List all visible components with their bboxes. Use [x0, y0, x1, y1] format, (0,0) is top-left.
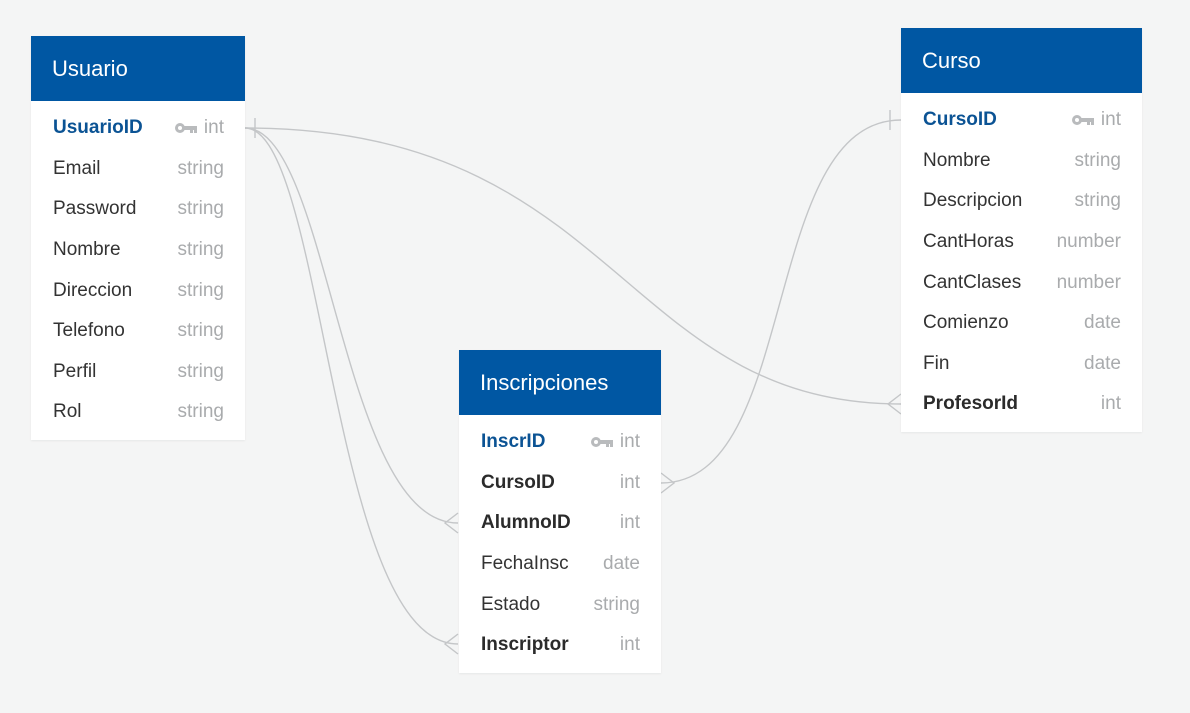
field-type: string: [177, 360, 224, 382]
key-icon: [1071, 115, 1094, 126]
field-type: int: [619, 471, 640, 493]
field-type: string: [177, 157, 224, 179]
field-row[interactable]: Password string: [31, 189, 245, 230]
field-name: Perfil: [53, 360, 97, 382]
field-type: number: [1056, 231, 1121, 253]
field-row[interactable]: Fin date: [901, 344, 1142, 385]
field-name: CantClases: [923, 271, 1022, 293]
field-type-label: int: [619, 431, 640, 453]
field-name: Rol: [53, 401, 82, 423]
field-row[interactable]: InscrID int: [459, 422, 661, 463]
field-row[interactable]: CursoID int: [459, 463, 661, 504]
crowsfoot-inscriptor: [443, 633, 459, 655]
field-row[interactable]: Telefono string: [31, 311, 245, 352]
field-row[interactable]: CursoID int: [901, 100, 1142, 141]
field-list: CursoID int Nombre string Descripcion stri…: [901, 93, 1142, 432]
field-row[interactable]: CantClases number: [901, 262, 1142, 303]
field-row[interactable]: FechaInsc date: [459, 544, 661, 585]
field-name: ProfesorId: [923, 393, 1019, 415]
field-row[interactable]: UsuarioID int: [31, 108, 245, 149]
field-type: date: [603, 553, 640, 575]
field-type: string: [177, 320, 224, 342]
field-type: number: [1056, 271, 1121, 293]
entity-header[interactable]: Inscripciones: [459, 350, 661, 415]
field-name: Password: [53, 198, 137, 220]
key-icon: [590, 437, 613, 448]
crowsfoot-cursoid: [660, 472, 676, 494]
field-type: int: [174, 117, 224, 139]
field-type: string: [177, 401, 224, 423]
field-name: CursoID: [481, 471, 555, 493]
field-row[interactable]: Perfil string: [31, 352, 245, 393]
field-type-label: int: [1100, 109, 1121, 131]
field-list: InscrID int CursoID int AlumnoID int Fecha…: [459, 415, 661, 673]
crowsfoot-alumno: [443, 512, 459, 534]
field-row[interactable]: Descripcion string: [901, 181, 1142, 222]
field-type: string: [1074, 190, 1121, 212]
field-name: Inscriptor: [481, 634, 569, 656]
crowsfoot-profesor: [886, 393, 902, 415]
field-name: Telefono: [53, 320, 125, 342]
field-type: string: [177, 279, 224, 301]
field-name: CantHoras: [923, 231, 1014, 253]
field-row[interactable]: ProfesorId int: [901, 384, 1142, 425]
field-name: Estado: [481, 593, 541, 615]
field-row[interactable]: AlumnoID int: [459, 503, 661, 544]
field-row[interactable]: Nombre string: [31, 230, 245, 271]
field-type: string: [177, 239, 224, 261]
rel-usuario-alumno[interactable]: [244, 127, 459, 524]
field-type: int: [1071, 109, 1121, 131]
field-type: int: [619, 512, 640, 534]
field-type: string: [1074, 149, 1121, 171]
field-name: Fin: [923, 352, 950, 374]
field-row[interactable]: Comienzo date: [901, 303, 1142, 344]
field-name: Email: [53, 157, 101, 179]
rel-usuario-profesor[interactable]: [244, 127, 902, 405]
field-row[interactable]: Email string: [31, 149, 245, 190]
field-name: AlumnoID: [481, 512, 571, 534]
field-type: int: [590, 431, 640, 453]
field-name: Nombre: [53, 239, 121, 261]
field-type: string: [593, 593, 640, 615]
field-name: Nombre: [923, 149, 991, 171]
field-row[interactable]: Estado string: [459, 584, 661, 625]
field-row[interactable]: Direccion string: [31, 270, 245, 311]
rel-curso-inscripciones[interactable]: [660, 119, 902, 484]
field-type: string: [177, 198, 224, 220]
field-row[interactable]: Inscriptor int: [459, 625, 661, 666]
entity-header[interactable]: Usuario: [31, 36, 245, 101]
field-name: CursoID: [923, 109, 997, 131]
field-list: UsuarioID int Email string Password string…: [31, 101, 245, 440]
field-name: Descripcion: [923, 190, 1023, 212]
field-type: int: [1100, 393, 1121, 415]
field-name: InscrID: [481, 431, 546, 453]
field-name: UsuarioID: [53, 117, 143, 139]
field-row[interactable]: Nombre string: [901, 141, 1142, 182]
field-row[interactable]: CantHoras number: [901, 222, 1142, 263]
field-type-label: int: [203, 117, 224, 139]
field-type: date: [1084, 352, 1121, 374]
field-row[interactable]: Rol string: [31, 392, 245, 433]
key-icon: [174, 123, 197, 134]
field-type: int: [619, 634, 640, 656]
field-name: Direccion: [53, 279, 133, 301]
rel-usuario-inscriptor[interactable]: [244, 127, 459, 645]
entity-inscripciones[interactable]: Inscripciones InscrID int CursoID int Alu…: [459, 350, 661, 673]
entity-usuario[interactable]: Usuario UsuarioID int Email string Passwo…: [31, 36, 245, 440]
entity-header[interactable]: Curso: [901, 28, 1142, 93]
entity-curso[interactable]: Curso CursoID int Nombre string Descripci…: [901, 28, 1142, 432]
field-name: Comienzo: [923, 312, 1009, 334]
field-name: FechaInsc: [481, 553, 569, 575]
field-type: date: [1084, 312, 1121, 334]
